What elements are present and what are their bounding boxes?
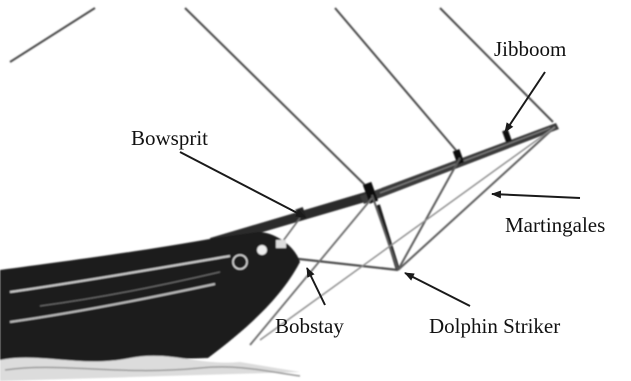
dolphin-striker-pointer: [405, 273, 470, 306]
water-waves: [0, 356, 300, 381]
label-bowsprit: Bowsprit: [131, 128, 208, 149]
bowsprit-pointer: [180, 152, 305, 217]
label-bobstay: Bobstay: [275, 316, 344, 337]
bobstay-1: [290, 258, 398, 270]
bow-ornament-3: [276, 240, 286, 248]
stay-line-4: [440, 8, 553, 122]
bow-ornament-2: [257, 245, 267, 255]
label-martingales: Martingales: [505, 215, 605, 236]
spar-band-3: [502, 129, 512, 142]
label-jibboom: Jibboom: [494, 39, 566, 60]
martingales-pointer: [492, 194, 580, 198]
martingale-3: [372, 195, 398, 270]
jibboom-highlight: [380, 128, 550, 193]
martingale-1: [398, 127, 555, 270]
stay-line-3: [335, 8, 460, 155]
stay-line-2: [185, 8, 368, 188]
stay-line-1: [10, 8, 95, 62]
label-dolphin-striker: Dolphin Striker: [429, 316, 560, 337]
